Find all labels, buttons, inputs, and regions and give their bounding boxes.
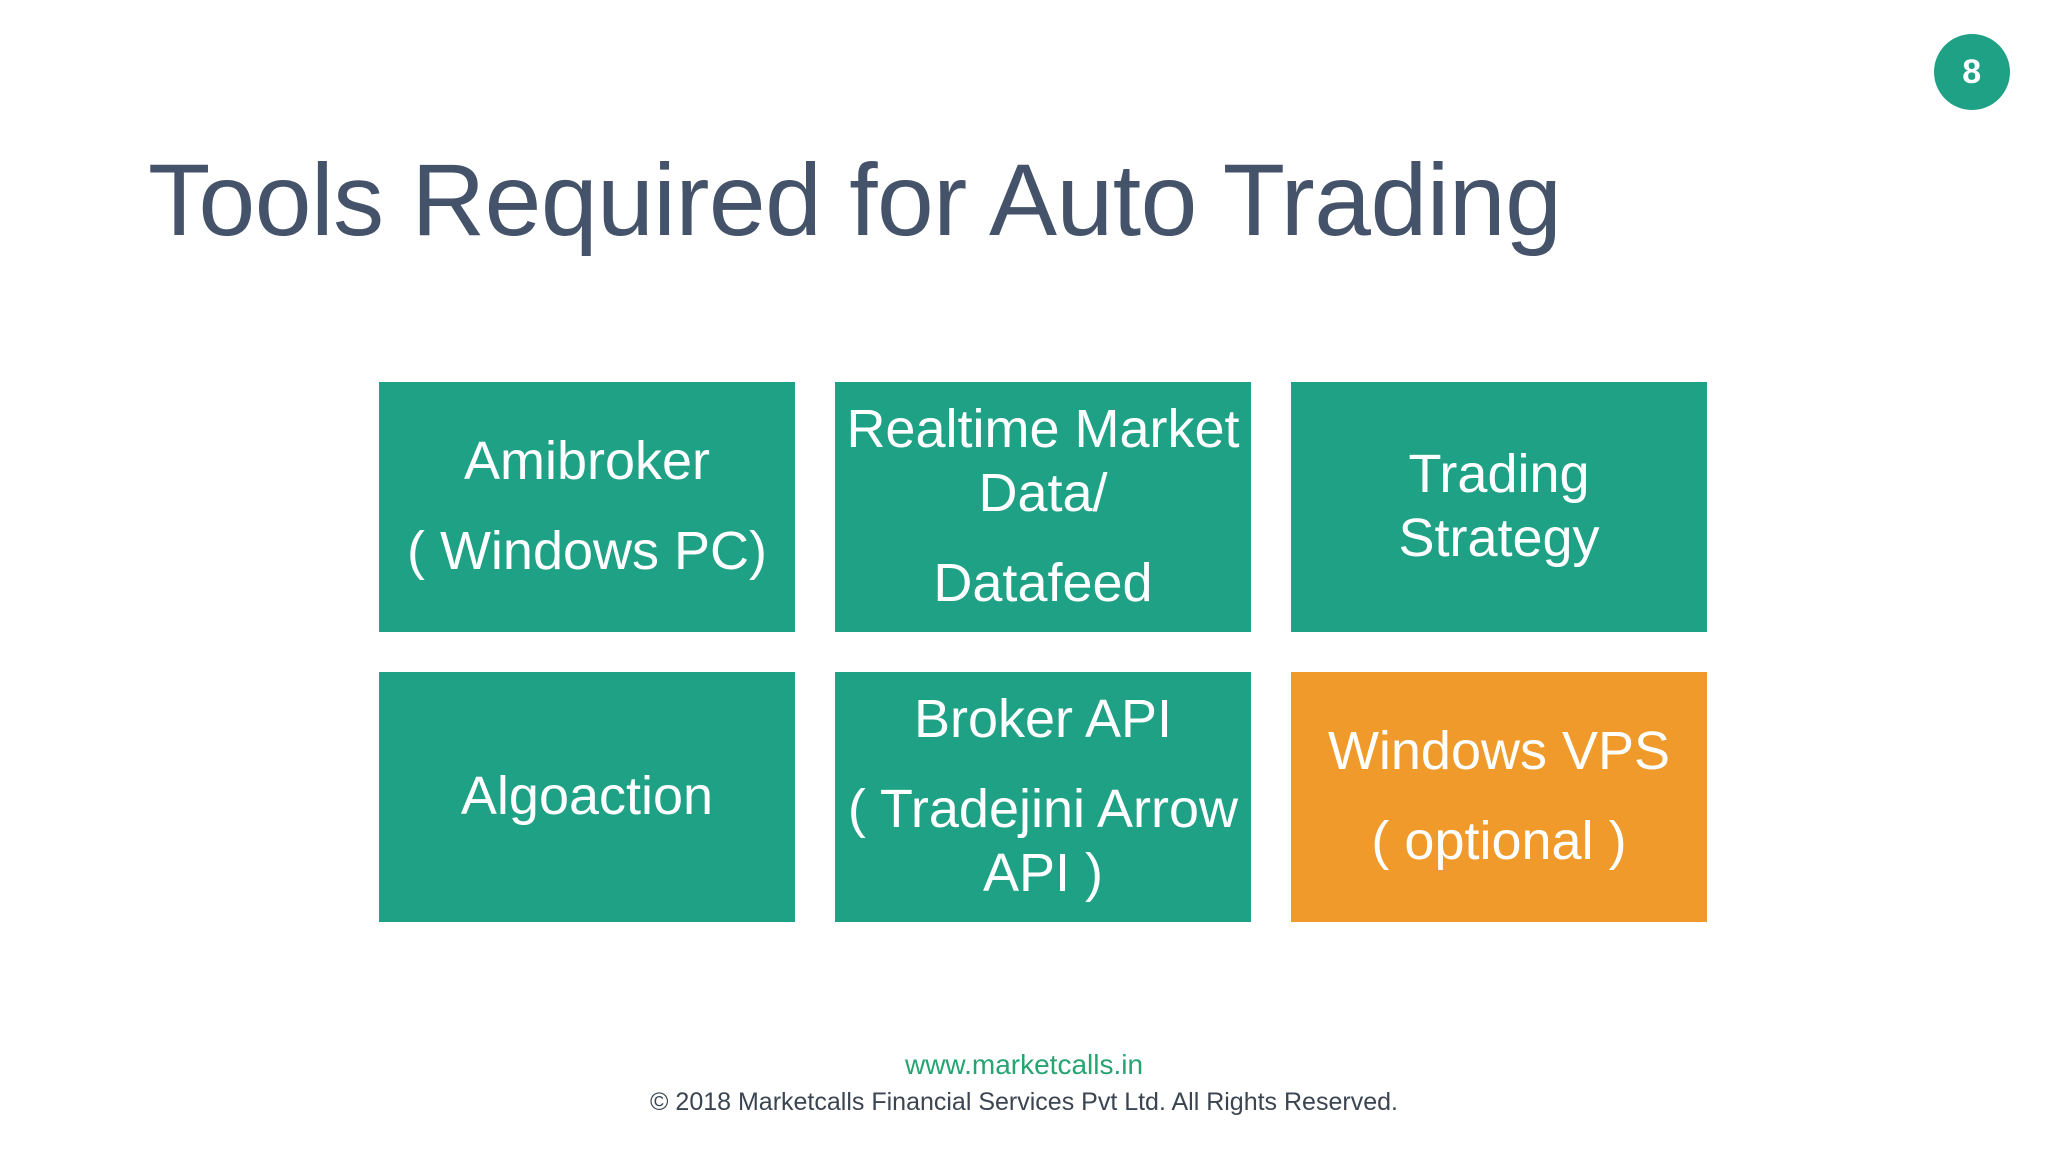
tool-card-amibroker: Amibroker ( Windows PC)	[379, 382, 795, 632]
tool-card-amibroker-block-2: ( Windows PC)	[389, 520, 785, 584]
tool-card-realtime-market-data-line-1: Realtime Market Data/	[846, 399, 1240, 524]
tool-card-algoaction-line-1: Algoaction	[460, 766, 714, 827]
tool-card-windows-vps-block-1: Windows VPS	[1301, 720, 1697, 784]
tool-card-broker-api-block-2: ( Tradejini Arrow API )	[845, 778, 1241, 905]
tool-card-algoaction-block-1: Algoaction	[389, 765, 785, 829]
tool-card-broker-api-block-1: Broker API	[845, 688, 1241, 752]
tool-card-realtime-market-data-line-2: Datafeed	[933, 552, 1153, 613]
tool-card-realtime-market-data: Realtime Market Data/ Datafeed	[835, 382, 1251, 632]
tool-card-broker-api-line-2: ( Tradejini Arrow API )	[847, 779, 1239, 903]
page-title: Tools Required for Auto Trading	[148, 143, 1562, 258]
tool-card-windows-vps: Windows VPS ( optional )	[1291, 672, 1707, 922]
tool-card-realtime-market-data-block-2: Datafeed	[845, 552, 1241, 616]
tool-card-realtime-market-data-block-1: Realtime Market Data/	[845, 398, 1241, 525]
tool-card-windows-vps-line-1: Windows VPS	[1327, 721, 1671, 782]
footer-copyright: © 2018 Marketcalls Financial Services Pv…	[650, 1087, 1398, 1116]
tool-card-windows-vps-block-2: ( optional )	[1301, 810, 1697, 874]
tool-card-trading-strategy: Trading Strategy	[1291, 382, 1707, 632]
tool-card-algoaction: Algoaction	[379, 672, 795, 922]
tools-grid: Amibroker ( Windows PC) Realtime Market …	[379, 382, 1707, 922]
tool-card-amibroker-block-1: Amibroker	[389, 430, 785, 494]
tool-card-amibroker-line-2: ( Windows PC)	[406, 521, 768, 581]
tool-card-trading-strategy-block-1: Trading Strategy	[1301, 443, 1697, 570]
footer-website-link[interactable]: www.marketcalls.in	[904, 1049, 1144, 1080]
tool-card-broker-api: Broker API ( Tradejini Arrow API )	[835, 672, 1251, 922]
tool-card-windows-vps-line-2: ( optional )	[1371, 811, 1627, 871]
tool-card-broker-api-line-1: Broker API	[913, 689, 1173, 750]
slide-footer: www.marketcalls.in © 2018 Marketcalls Fi…	[0, 1046, 2048, 1120]
page-number-badge: 8	[1934, 34, 2010, 110]
tool-card-trading-strategy-line-1: Trading Strategy	[1398, 444, 1600, 568]
tool-card-amibroker-line-1: Amibroker	[463, 431, 711, 492]
